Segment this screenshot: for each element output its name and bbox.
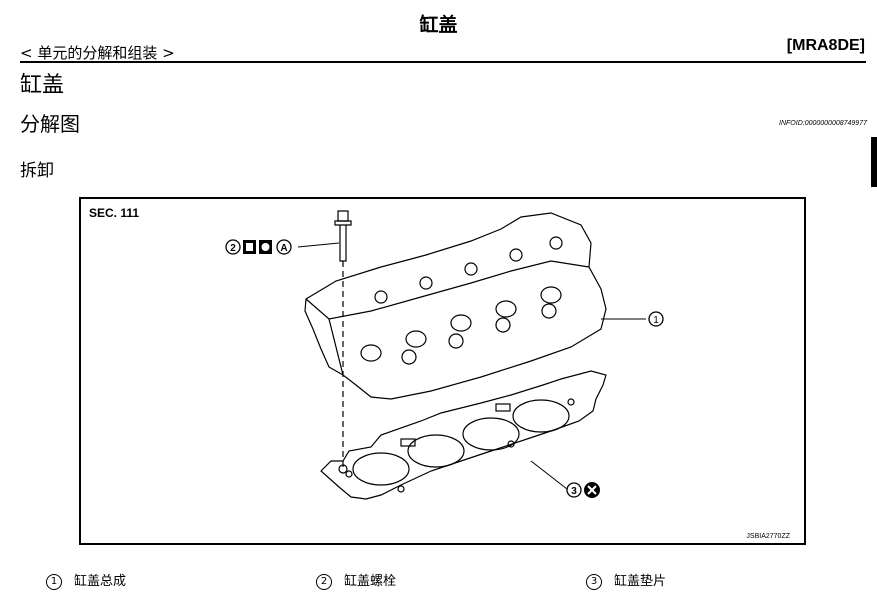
figure-sec-label: SEC. 111: [89, 206, 140, 220]
legend-number: 2: [316, 573, 332, 590]
callout-3-circle: [566, 482, 582, 498]
legend-item-3: 3 缸盖垫片: [586, 570, 666, 590]
cylinder-head-illustration: 1 2 A 3: [225, 210, 664, 500]
legend-number: 1: [46, 573, 62, 590]
procedure-heading: 拆卸: [20, 161, 54, 181]
torque-procedure-icon-inner: [261, 243, 270, 251]
do-not-reuse-icon: [584, 482, 600, 498]
figure-code: JSBIA2770ZZ: [746, 533, 790, 540]
legend-item-2: 2 缸盖螺栓: [316, 570, 396, 590]
section-code: [MRA8DE]: [786, 37, 865, 54]
breadcrumb[interactable]: < 单元的分解和组装 >: [20, 44, 175, 62]
side-index-tab: [871, 137, 877, 187]
section-heading: 缸盖: [20, 73, 65, 98]
page-title: 缸盖: [419, 14, 458, 36]
leader-line-2: [297, 242, 340, 248]
cylinder-head-drawing: [304, 212, 607, 400]
callout-a-circle: [276, 239, 292, 255]
legend-label: 缸盖总成: [74, 574, 127, 589]
exploded-view-figure: 1 2 A 3 SEC. 111 JSBIA2770ZZ: [79, 197, 806, 545]
callout-1-number: 1: [653, 315, 659, 326]
head-bolt-drawing: [334, 210, 352, 474]
callout-3-number: 3: [571, 486, 577, 497]
leader-line-3: [530, 460, 568, 490]
legend-label: 缸盖螺栓: [344, 574, 397, 589]
callout-1-circle: [648, 311, 664, 327]
legend-label: 缸盖垫片: [614, 574, 667, 589]
legend-item-1: 1 缸盖总成: [46, 570, 126, 590]
legend-number: 3: [586, 573, 602, 590]
header-rule: [20, 61, 866, 63]
oil-application-icon-inner: [246, 243, 253, 251]
head-gasket-drawing: [320, 370, 607, 500]
info-id: INFOID:0000000008749977: [779, 120, 867, 127]
callout-2-circle: [225, 239, 241, 255]
subsection-heading: 分解图: [20, 112, 80, 136]
callout-a-letter: A: [280, 243, 287, 254]
callout-2-number: 2: [230, 243, 236, 254]
